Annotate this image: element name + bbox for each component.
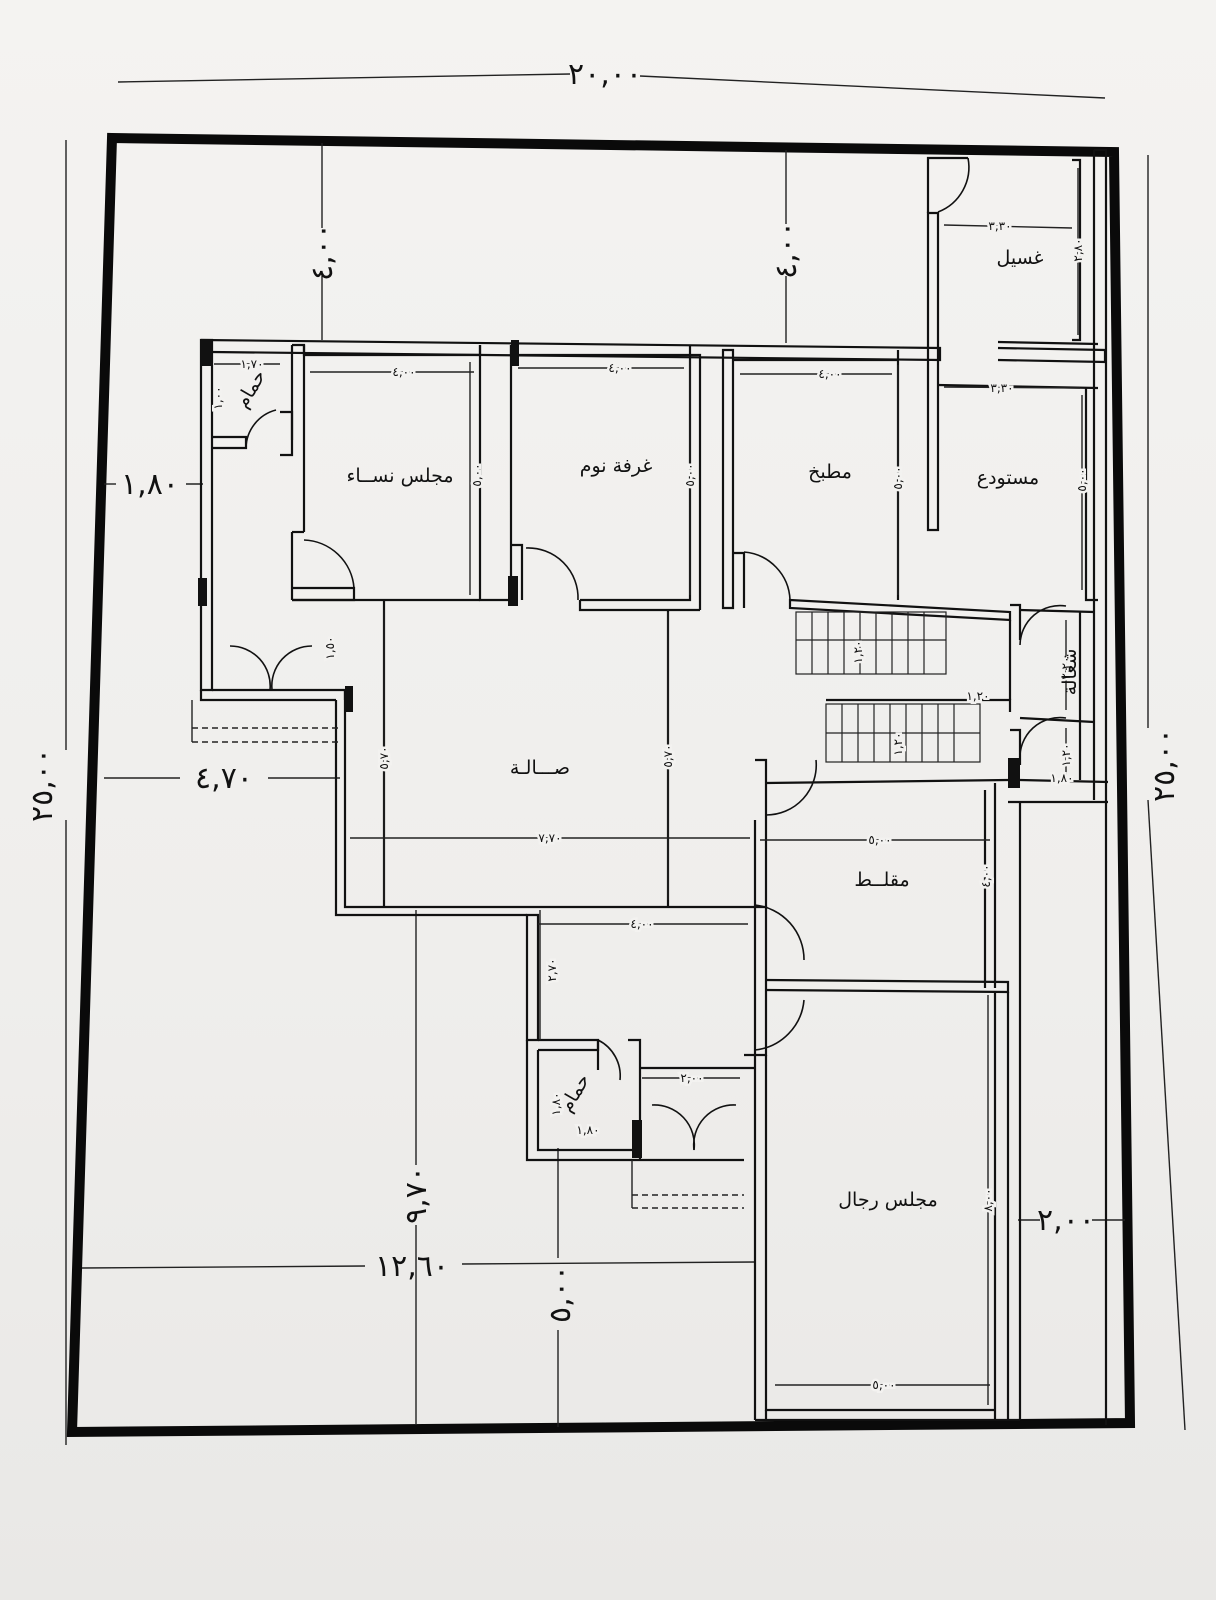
dim-maid-height-2: ١,٢٠ [1059, 743, 1073, 766]
dim-entry-depth: ١,٥٠ [323, 636, 337, 659]
dim-setback-bottom-mid: ٥,٠٠ [543, 1265, 578, 1323]
room-maid: شغالة [1059, 649, 1081, 696]
room-storage: مستودع [977, 467, 1039, 489]
building-walls [199, 148, 1109, 1425]
dim-lobby-width: ٤,٠٠ [630, 917, 653, 931]
dim-stair-2: ١,٢٠ [966, 689, 989, 703]
dim-hall-height-left: ٥,٧٠ [377, 746, 391, 769]
dim-setback-top-mid: ٤,٠٠ [769, 221, 804, 279]
doors [229, 157, 1067, 1151]
dim-setback-side: ٤,٧٠ [195, 761, 253, 796]
room-entrance: مقلــط [854, 869, 909, 891]
dim-maid-width: ١,٨٠ [1050, 771, 1073, 785]
dim-women-height: ٥,٠٠ [470, 463, 484, 486]
dim-laundry-height: ٢,٨٠ [1071, 238, 1085, 261]
dim-hall-height-right: ٥,٧٠ [661, 744, 675, 767]
dim-lobby-height: ٢,٧٠ [545, 958, 559, 981]
dim-women-width: ٤,٠٠ [392, 365, 415, 379]
dim-front-width: ١٢,٦٠ [375, 1249, 449, 1284]
dim-setback-left: ١,٨٠ [121, 467, 179, 502]
dim-bath2-width: ١,٨٠ [576, 1123, 599, 1137]
dim-setback-bottom-left: ٩,٧٠ [399, 1166, 434, 1224]
dim-hall-width: ٧,٧٠ [538, 831, 561, 845]
room-kitchen: مطبخ [808, 461, 852, 483]
dim-men-width: ٥,٠٠ [872, 1378, 895, 1392]
dim-bath2-height: ١,٨٠ [549, 1092, 563, 1115]
dim-total-length-right: ٢٥,٠٠ [1147, 728, 1182, 802]
setback-dimensions [81, 143, 1125, 1427]
dim-laundry-width: ٣,٣٠ [988, 219, 1011, 233]
dim-bed-width: ٤,٠٠ [608, 361, 631, 375]
room-bedroom: غرفة نوم [580, 455, 653, 477]
dim-entrance-width: ٥,٠٠ [868, 833, 891, 847]
overall-dimensions [65, 73, 1186, 1445]
dim-entrance-height: ٤,٠٠ [979, 864, 993, 887]
plot-boundary [66, 132, 1136, 1438]
dim-maid-height-1: ٢,٢٠ [1059, 656, 1073, 679]
room-hall: صـــالـة [510, 757, 570, 779]
room-men-majlis: مجلس رجال [838, 1189, 938, 1211]
room-women-majlis: مجلس نســاء [346, 465, 453, 487]
stairs [795, 611, 981, 763]
dim-setback-top-left: ٤,٠٠ [305, 223, 340, 281]
dim-stair-3: ١,٢٠ [891, 732, 905, 755]
dim-bath1-width: ١,٧٠ [240, 357, 263, 371]
interior-dimension-lines [214, 168, 1083, 1405]
dim-storage-height: ٥,٠٠ [1075, 468, 1089, 491]
porch-lines [191, 700, 744, 1209]
dim-vestibule-width: ٢,٠٠ [680, 1071, 703, 1085]
dim-men-height: ٨,٠٠ [981, 1188, 995, 1211]
room-bath-1: حمام [231, 366, 270, 412]
dim-total-width: ٢٠,٠٠ [568, 57, 642, 92]
dim-bath1-height: ١,٠٠ [211, 386, 225, 409]
dim-setback-right: ٢,٠٠ [1037, 1203, 1095, 1238]
dim-stair-1: ١,٢٠ [851, 640, 865, 663]
dim-bed-height: ٥,٠٠ [683, 463, 697, 486]
dim-storage-width: ٣,٣٠ [990, 381, 1013, 395]
room-bath-2: حمام [555, 1070, 594, 1116]
dim-kitchen-width: ٤,٠٠ [818, 367, 841, 381]
dim-kitchen-height: ٥,٠٠ [891, 466, 905, 489]
room-laundry: غسيل [996, 247, 1043, 269]
dim-total-length-left: ٢٥,٠٠ [25, 748, 60, 822]
columns [198, 340, 1020, 1158]
